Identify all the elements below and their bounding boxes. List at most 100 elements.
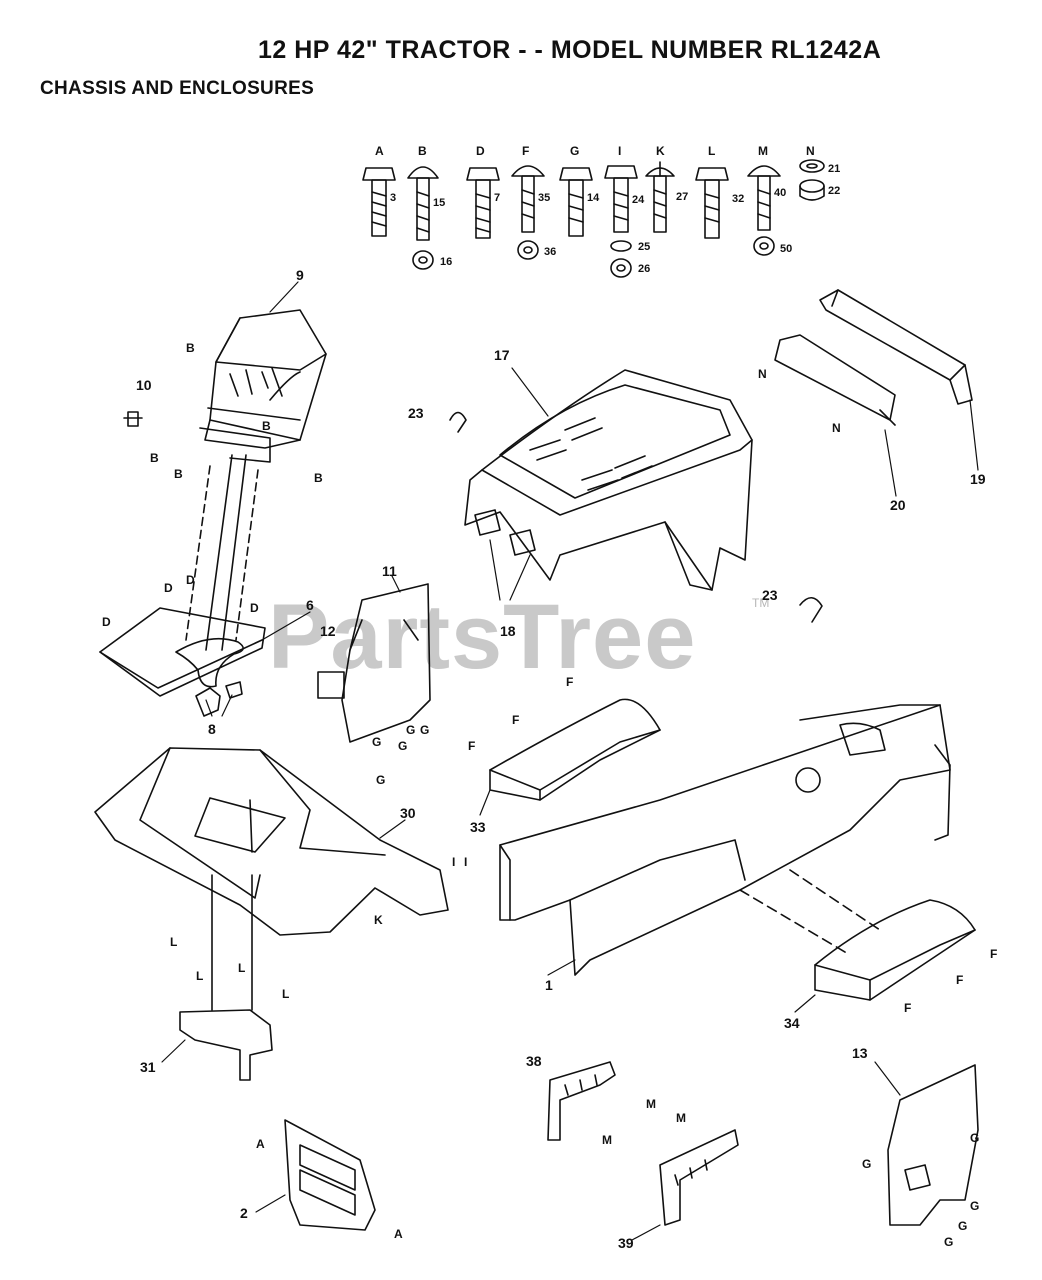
hardware-number: 35 — [538, 192, 550, 204]
ref-letter: G — [944, 1235, 953, 1249]
ref-letter: B — [262, 419, 271, 433]
footrest-part-34 — [814, 899, 976, 1001]
callout-17: 17 — [494, 347, 510, 363]
callout-19: 19 — [970, 471, 986, 487]
bracket-part-8 — [195, 681, 243, 717]
bumper-bracket-part-20 — [774, 334, 896, 426]
grille-part-2 — [284, 1119, 376, 1231]
headlights-part-18 — [474, 509, 536, 556]
part-callouts: 1 2 6 8 9 10 11 12 13 17 18 19 20 23 23 … — [136, 267, 986, 1251]
ref-letter: L — [238, 961, 245, 975]
ref-letter: I — [452, 855, 455, 869]
hardware-number: 27 — [676, 191, 688, 203]
hardware-letter: A — [375, 144, 384, 158]
side-panel-part-11 — [341, 583, 431, 743]
fender-mount-lines — [211, 874, 253, 1011]
hardware-number: 26 — [638, 263, 650, 275]
ref-letter: L — [170, 935, 177, 949]
bracket-part-31 — [179, 1009, 273, 1081]
knob-part-10 — [123, 411, 143, 427]
callout-2: 2 — [240, 1205, 248, 1221]
leader-lines — [161, 281, 979, 1241]
callout-12: 12 — [320, 623, 336, 639]
hardware-letter: K — [656, 144, 665, 158]
callout-20: 20 — [890, 497, 906, 513]
watermark: PartsTree — [268, 586, 697, 688]
ref-letter: I — [464, 855, 467, 869]
hardware-number: 36 — [544, 246, 556, 258]
hardware-refs: B B B B B N N D D D D G G G G G G G G G … — [102, 341, 997, 1249]
callout-10: 10 — [136, 377, 152, 393]
callout-23-right: 23 — [762, 587, 778, 603]
callout-34: 34 — [784, 1015, 800, 1031]
hardware-number: 21 — [828, 163, 840, 175]
ref-letter: B — [150, 451, 159, 465]
ref-letter: F — [990, 947, 997, 961]
hardware-letters: A B D F G I K L M N — [375, 144, 815, 158]
hardware-bolt-l — [695, 167, 729, 239]
ref-letter: L — [282, 987, 289, 1001]
callout-13: 13 — [852, 1045, 868, 1061]
hood-part-17 — [464, 369, 753, 591]
hardware-screw-k — [645, 161, 675, 233]
hardware-number: 24 — [632, 194, 645, 206]
callout-18: 18 — [500, 623, 516, 639]
ref-letter: G — [958, 1219, 967, 1233]
callout-1: 1 — [545, 977, 553, 993]
hardware-letter: B — [418, 144, 427, 158]
hardware-washer-nut-n — [799, 159, 825, 201]
ref-letter: F — [956, 973, 963, 987]
ref-letter: K — [374, 913, 383, 927]
ref-letter: F — [512, 713, 519, 727]
callout-39: 39 — [618, 1235, 634, 1251]
ref-letter: G — [970, 1199, 979, 1213]
ref-letter: M — [602, 1133, 612, 1147]
hardware-number: 14 — [587, 192, 600, 204]
hardware-letter: I — [618, 144, 621, 158]
hardware-letter: G — [570, 144, 579, 158]
hardware-letter: N — [806, 144, 815, 158]
hardware-bolt-b — [407, 166, 439, 270]
hardware-bolt-g — [559, 167, 593, 237]
bumper-part-19 — [819, 289, 973, 405]
ref-letter: G — [420, 723, 429, 737]
ref-letter: D — [186, 573, 195, 587]
fender-part-30 — [94, 747, 449, 936]
ref-letter: F — [566, 675, 573, 689]
ref-letter: G — [376, 773, 385, 787]
callout-31: 31 — [140, 1059, 156, 1075]
hardware-letter: L — [708, 144, 715, 158]
floor-plate-part-6 — [99, 607, 266, 697]
ref-letter: L — [196, 969, 203, 983]
hardware-number: 25 — [638, 241, 650, 253]
ref-letter: D — [102, 615, 111, 629]
hardware-number: 3 — [390, 192, 396, 204]
callout-9: 9 — [296, 267, 304, 283]
hardware-number: 15 — [433, 197, 445, 209]
ref-letter: B — [174, 467, 183, 481]
ref-letter: N — [832, 421, 841, 435]
hardware-bolt-f — [511, 165, 545, 260]
ref-letter: D — [164, 581, 173, 595]
ref-letter: B — [186, 341, 195, 355]
hardware-number: 7 — [494, 192, 500, 204]
hardware-letter: M — [758, 144, 768, 158]
ref-letter: G — [862, 1157, 871, 1171]
footrest-part-33 — [489, 698, 661, 801]
ref-letter: G — [372, 735, 381, 749]
watermark-tm: TM — [752, 596, 770, 610]
callout-23: 23 — [408, 405, 424, 421]
hardware-number: 22 — [828, 185, 840, 197]
plate-part-12 — [317, 671, 345, 699]
hardware-bolt-a — [362, 167, 396, 237]
ref-letter: F — [468, 739, 475, 753]
bracket-part-39 — [659, 1129, 739, 1226]
frame-dashed-lines — [739, 869, 881, 956]
ref-letter: N — [758, 367, 767, 381]
ref-letter: M — [646, 1097, 656, 1111]
frame-part-1 — [499, 704, 951, 976]
callout-11: 11 — [382, 563, 397, 579]
ref-letter: G — [970, 1131, 979, 1145]
side-panel-part-13 — [887, 1064, 979, 1226]
